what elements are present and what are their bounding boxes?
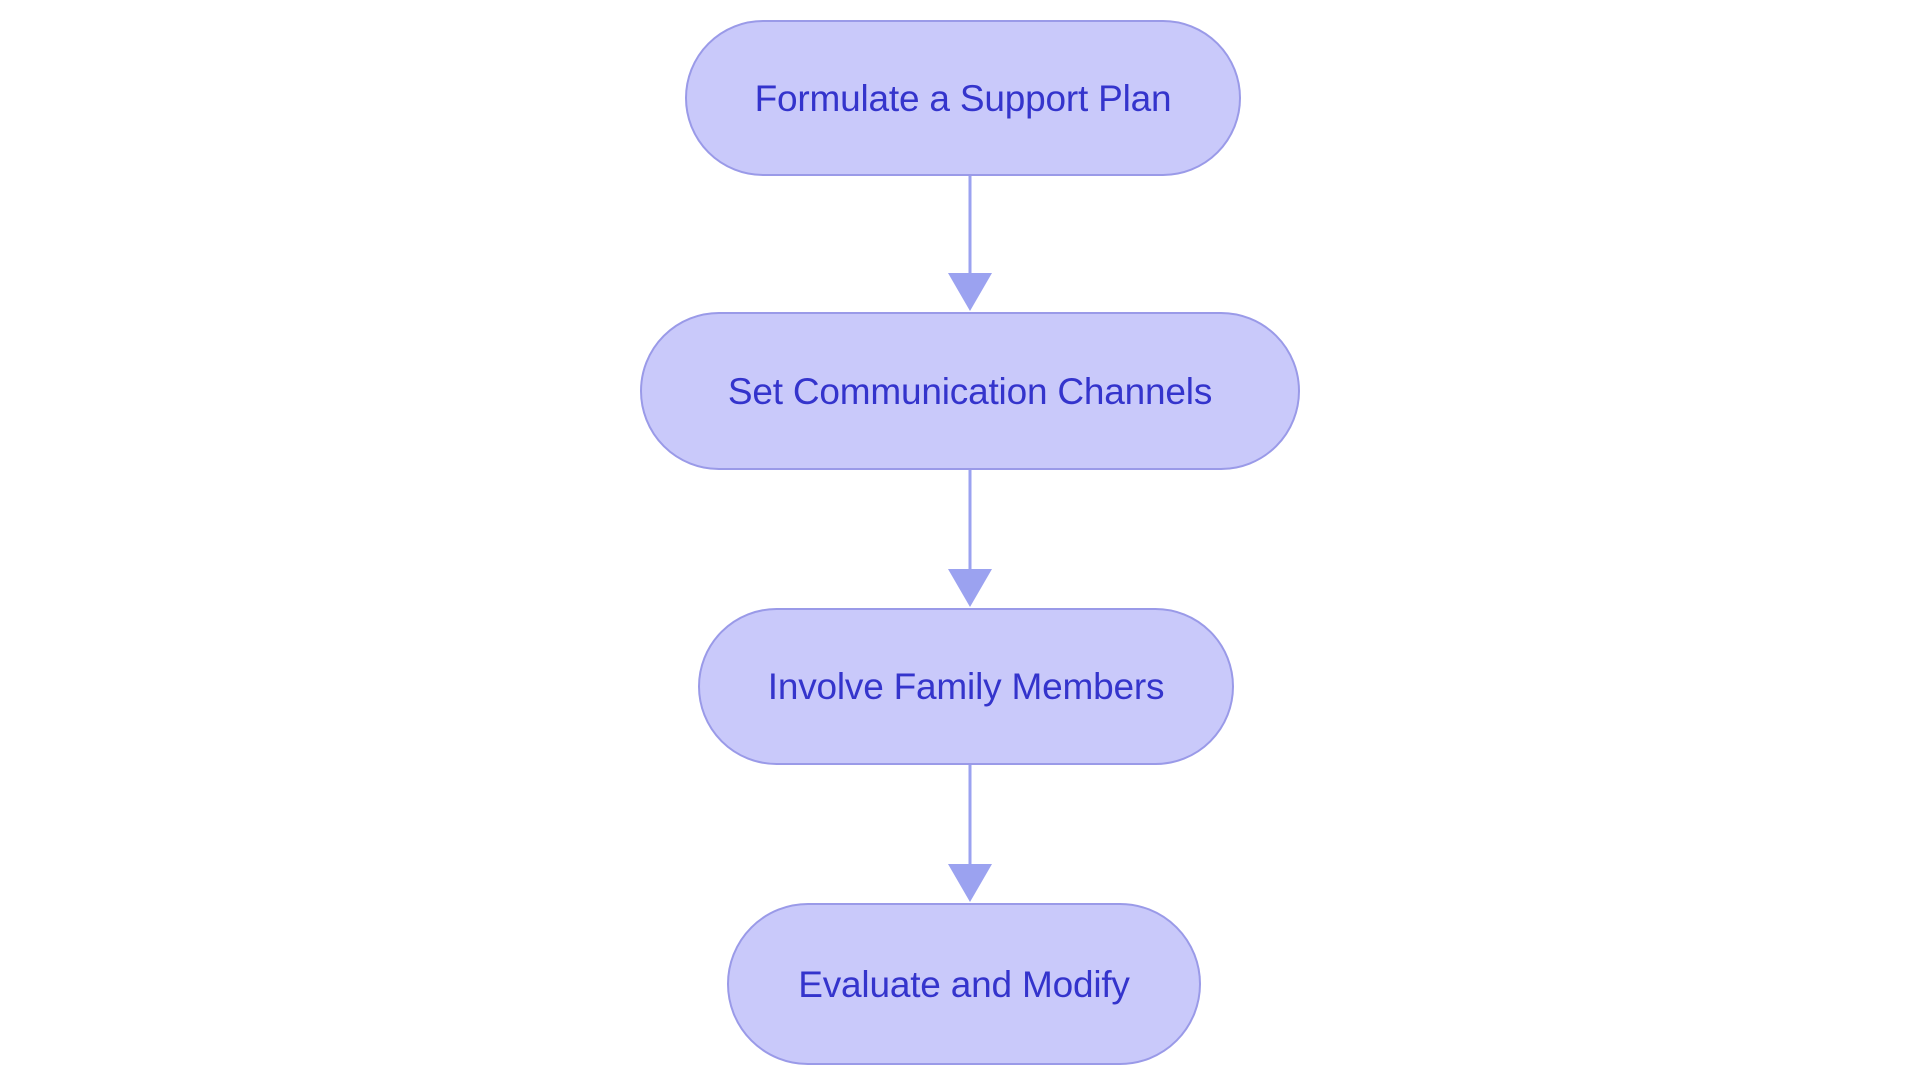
arrowhead-icon	[948, 273, 992, 311]
edge-node3-to-node4	[948, 765, 992, 902]
edge-node1-to-node2	[948, 176, 992, 311]
node-label: Involve Family Members	[767, 666, 1165, 707]
flowchart-node-set-communication-channels[interactable]: Set Communication Channels	[640, 312, 1300, 470]
node-label: Set Communication Channels	[727, 370, 1213, 412]
node-label: Formulate a Support Plan	[754, 77, 1172, 119]
flowchart-node-involve-family-members[interactable]: Involve Family Members	[698, 608, 1234, 765]
flowchart-node-formulate-a-support-plan[interactable]: Formulate a Support Plan	[685, 20, 1241, 176]
arrowhead-icon	[948, 864, 992, 902]
arrowhead-icon	[948, 569, 992, 607]
flowchart-node-evaluate-and-modify[interactable]: Evaluate and Modify	[727, 903, 1201, 1065]
node-label: Evaluate and Modify	[798, 963, 1130, 1005]
edge-node2-to-node3	[948, 470, 992, 607]
